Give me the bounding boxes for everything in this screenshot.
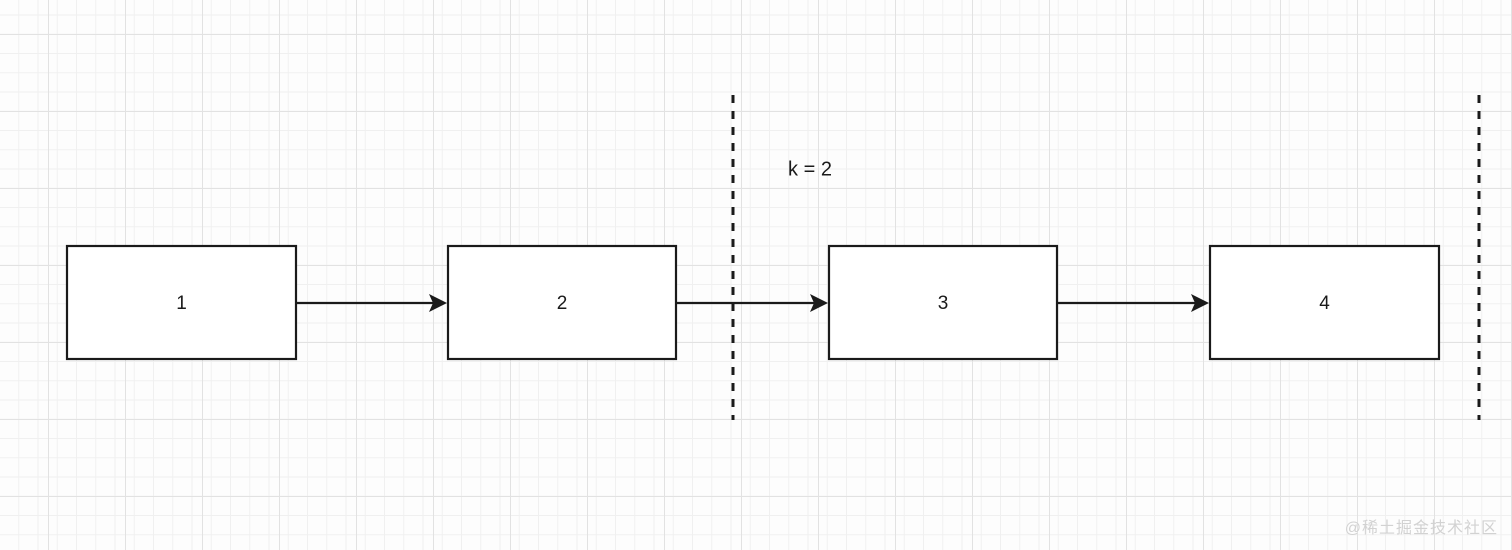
node-4-label: 4 (1319, 293, 1330, 314)
node-group: 1 2 3 4 (65, 244, 1441, 361)
node-3[interactable]: 3 (827, 244, 1059, 361)
node-2[interactable]: 2 (446, 244, 678, 361)
node-2-label: 2 (557, 293, 568, 314)
node-1-label: 1 (176, 293, 187, 314)
arrow-head-icon-3-4 (1191, 294, 1209, 312)
k-value-annotation: k = 2 (788, 158, 832, 180)
edge-node2-node3 (677, 294, 828, 312)
node-1-box[interactable] (65, 244, 298, 361)
node-4[interactable]: 4 (1208, 244, 1441, 361)
edge-group (296, 294, 1209, 312)
node-3-label: 3 (938, 293, 949, 314)
divider-group (731, 95, 1481, 420)
arrow-head-icon-2-3 (810, 294, 828, 312)
watermark-text: @稀土掘金技术社区 (1344, 520, 1498, 537)
node-4-box[interactable] (1208, 244, 1441, 361)
arrow-head-icon-1-2 (429, 294, 447, 312)
node-2-box[interactable] (446, 244, 678, 361)
edge-node1-node2 (296, 294, 447, 312)
node-1[interactable]: 1 (65, 244, 298, 361)
edge-node3-node4 (1058, 294, 1209, 312)
node-3-box[interactable] (827, 244, 1059, 361)
